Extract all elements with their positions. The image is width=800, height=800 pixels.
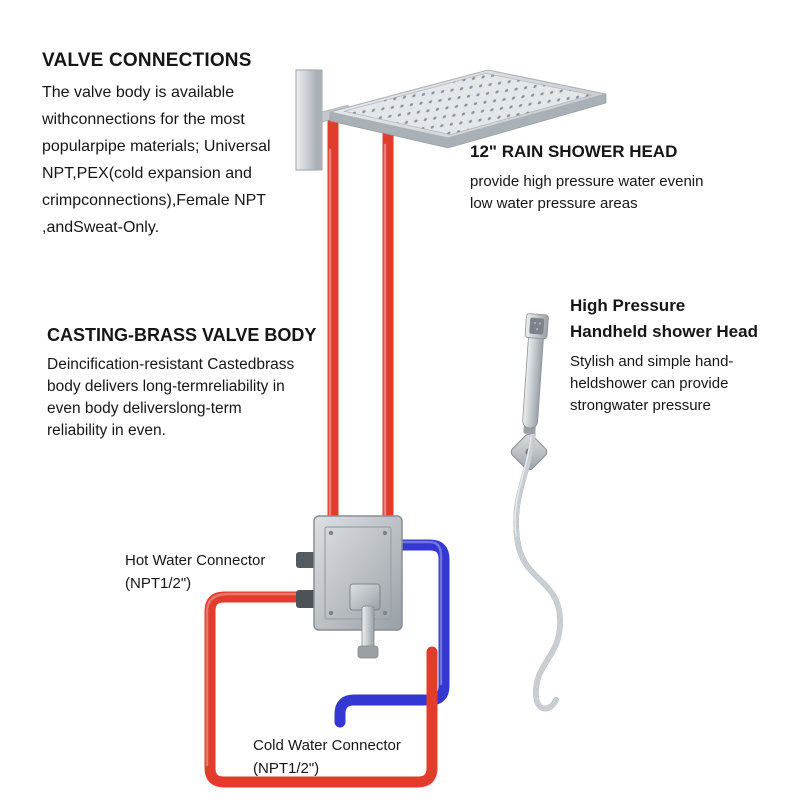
supply-elbow-bottom xyxy=(296,590,318,608)
rain-shower-line: provide high pressure water evenin xyxy=(470,173,704,190)
cold-connector-line: Cold Water Connector xyxy=(253,737,401,754)
cold-water-pipe xyxy=(334,539,450,728)
handheld-section: High Pressure Handheld shower Head Styli… xyxy=(570,293,758,417)
rain-shower-section: 12" RAIN SHOWER HEAD provide high pressu… xyxy=(470,139,703,215)
valve-connections-line: crimpconnections),Female NPT xyxy=(42,192,267,209)
cold-connector-label: Cold Water Connector (NPT1/2") xyxy=(253,734,401,780)
hot-connector-label: Hot Water Connector (NPT1/2") xyxy=(125,549,265,595)
handheld-line: Stylish and simple hand- xyxy=(570,353,734,370)
valve-body-line: reliability in even. xyxy=(47,422,166,439)
valve-connections-line: ,andSweat-Only. xyxy=(42,219,160,236)
handheld-title-line: Handheld shower Head xyxy=(570,322,758,341)
handheld-line: strongwater pressure xyxy=(570,397,711,414)
hot-water-pipe xyxy=(204,591,438,788)
valve-connections-line: The valve body is available xyxy=(42,84,235,101)
shower-riser-pipes xyxy=(327,104,394,566)
valve-body-line: even body deliverslong-term xyxy=(47,400,242,417)
valve-body-section: CASTING-BRASS VALVE BODY Deincification-… xyxy=(47,322,316,442)
rain-shower-line: low water pressure areas xyxy=(470,195,638,212)
handheld-line: heldshower can provide xyxy=(570,375,729,392)
valve-connections-section: VALVE CONNECTIONS The valve body is avai… xyxy=(42,50,271,241)
valve-body-graphic xyxy=(296,515,403,659)
cold-connector-line: (NPT1/2") xyxy=(253,760,320,777)
handheld-shower-graphic xyxy=(510,313,563,712)
valve-trim-plate xyxy=(313,515,403,631)
hot-connector-line: (NPT1/2") xyxy=(125,575,192,592)
valve-connections-line: NPT,PEX(cold expansion and xyxy=(42,165,252,182)
valve-body-line: body delivers long-termreliability in xyxy=(47,378,285,395)
valve-connections-line: withconnections for the most xyxy=(42,111,245,128)
shower-hose xyxy=(513,431,563,712)
hot-connector-line: Hot Water Connector xyxy=(125,552,266,569)
valve-connections-title: VALVE CONNECTIONS xyxy=(42,50,252,71)
valve-body-line: Deincification-resistant Castedbrass xyxy=(47,356,295,373)
rain-shower-title: 12" RAIN SHOWER HEAD xyxy=(470,142,678,161)
valve-connections-line: popularpipe materials; Universal xyxy=(42,138,271,155)
handheld-title-line: High Pressure xyxy=(570,296,686,315)
handheld-wand xyxy=(522,313,549,435)
supply-elbow-top xyxy=(296,552,316,568)
valve-handle xyxy=(349,583,381,659)
valve-body-title: CASTING-BRASS VALVE BODY xyxy=(47,325,317,345)
rain-shower-head-graphic xyxy=(295,69,607,171)
